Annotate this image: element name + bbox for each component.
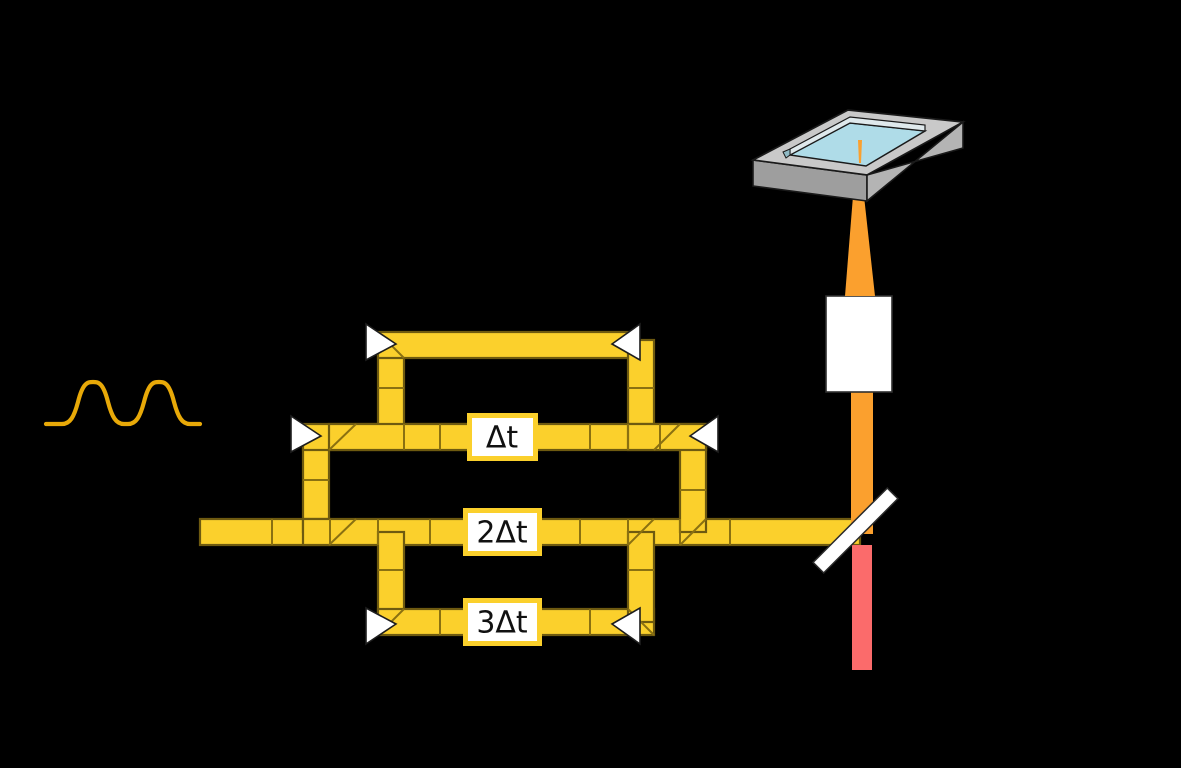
mirror-top-right-icon[interactable] xyxy=(610,322,641,362)
mirror-bottom-right-icon[interactable] xyxy=(610,606,641,646)
stage-front-right-face xyxy=(866,120,964,203)
emission-beam-bar xyxy=(852,545,872,670)
mirror-mid-left-icon[interactable] xyxy=(290,414,323,454)
focal-spot xyxy=(858,140,862,163)
delay-box-2dt[interactable]: 2Δt xyxy=(463,508,542,556)
waveguide-outer-top-horizontal xyxy=(376,330,632,360)
mirror-mid-right-icon[interactable] xyxy=(688,414,719,454)
well-inner-left-wall xyxy=(782,148,791,159)
delay-box-3dt[interactable]: 3Δt xyxy=(463,598,542,646)
delay-box-3dt-label: 3Δt xyxy=(476,606,528,641)
mirror-group xyxy=(290,322,719,646)
excitation-beam-bar xyxy=(851,392,873,534)
waveguide-arm3-left xyxy=(376,607,481,637)
dichroic-beamsplitter[interactable] xyxy=(812,487,899,574)
waveguide-lower-left-vertical xyxy=(376,530,406,624)
delay-box-2dt-label: 2Δt xyxy=(476,516,528,551)
waveguide-lower-right-vertical xyxy=(626,530,656,624)
pulse-train-curve xyxy=(43,379,203,427)
objective-lens-block[interactable] xyxy=(825,295,893,393)
excitation-cone xyxy=(845,196,875,296)
delay-box-1dt-label: Δt xyxy=(486,421,519,456)
mirror-bottom-left-icon[interactable] xyxy=(365,606,398,646)
mirror-top-left-icon[interactable] xyxy=(365,322,398,362)
delay-box-1dt[interactable]: Δt xyxy=(467,413,538,461)
